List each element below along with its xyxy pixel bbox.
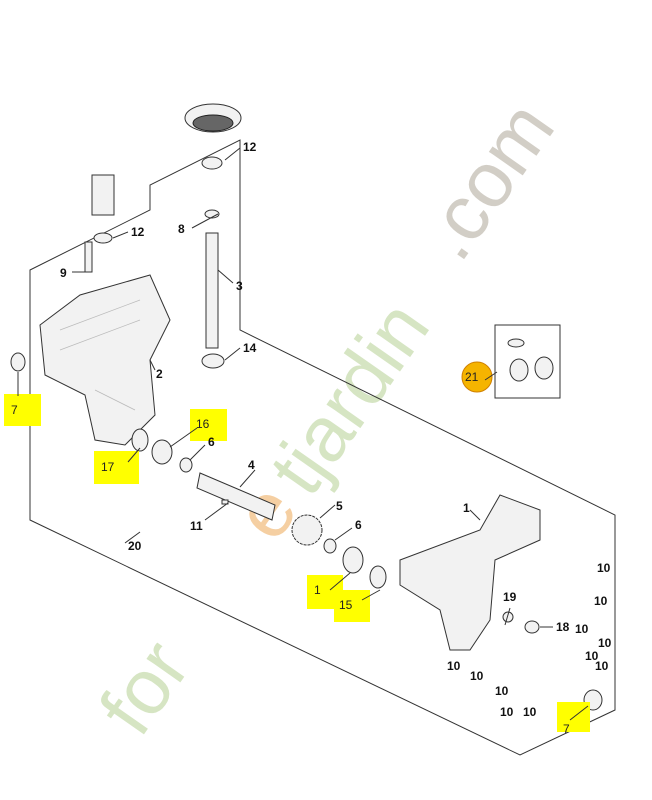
svg-text:for: for <box>82 625 206 750</box>
pinion <box>91 174 115 216</box>
label-11: 11 <box>190 519 203 533</box>
label-9: 9 <box>60 266 67 280</box>
label-3: 3 <box>236 279 243 293</box>
label-15: 15 <box>339 598 353 612</box>
label-17: 17 <box>101 460 115 474</box>
label-10: 10 <box>500 705 514 719</box>
kit-seal-1 <box>509 358 529 382</box>
label-18: 18 <box>556 620 570 634</box>
bearing-16 <box>151 439 173 465</box>
bolt-9 <box>84 241 93 273</box>
label-10: 10 <box>447 659 461 673</box>
bearing-14 <box>201 353 225 369</box>
label-8: 8 <box>178 222 185 236</box>
label-2: 2 <box>156 367 163 381</box>
plug-18 <box>524 620 540 634</box>
label-6: 6 <box>208 435 215 449</box>
highlight-17 <box>94 451 139 484</box>
highlight-7 <box>4 394 41 426</box>
ring-6b <box>323 538 337 554</box>
label-7: 7 <box>11 403 18 417</box>
label-10: 10 <box>594 594 608 608</box>
label-1: 1 <box>463 501 470 515</box>
watermark: for e tjardin .com <box>82 86 571 750</box>
label-6b: 6 <box>355 518 362 532</box>
highlight-21 <box>461 361 493 393</box>
label-10: 10 <box>585 649 599 663</box>
label-14: 14 <box>243 341 257 355</box>
label-10: 10 <box>470 669 484 683</box>
label-7b: 7 <box>563 722 570 736</box>
seal-7 <box>10 352 26 372</box>
highlight-15 <box>334 590 370 622</box>
assembly-outline <box>29 139 616 756</box>
bearing-12 <box>93 232 113 244</box>
bearing-12-top <box>201 156 223 170</box>
highlight-16 <box>190 409 227 441</box>
label-1-highlight: 1 <box>314 583 321 597</box>
shaft-4 <box>196 472 276 521</box>
kit-seal-2 <box>534 356 554 380</box>
label-10: 10 <box>575 622 589 636</box>
shaft-3 <box>205 232 219 349</box>
gear-5 <box>291 514 323 546</box>
part-labels: 12 8 12 9 3 14 2 7 16 17 6 4 11 5 6 20 1… <box>11 140 612 736</box>
svg-text:.com: .com <box>402 86 571 275</box>
label-10: 10 <box>598 636 612 650</box>
washer-17 <box>131 428 149 452</box>
label-12: 12 <box>243 140 257 154</box>
housing-left <box>39 274 171 446</box>
key-11 <box>221 499 229 505</box>
label-10: 10 <box>597 561 611 575</box>
label-4: 4 <box>248 458 255 472</box>
kit-ring <box>507 338 525 348</box>
label-10: 10 <box>523 705 537 719</box>
label-10: 10 <box>495 684 509 698</box>
label-5: 5 <box>336 499 343 513</box>
label-20: 20 <box>128 539 142 553</box>
label-21: 21 <box>465 370 479 384</box>
ring-6 <box>179 457 193 473</box>
housing-right <box>399 494 541 651</box>
svg-text:tjardin: tjardin <box>252 285 446 510</box>
label-16: 16 <box>196 417 210 431</box>
oring-19 <box>502 611 514 623</box>
label-10: 10 <box>595 659 609 673</box>
bearing-1 <box>342 546 364 574</box>
label-19: 19 <box>503 590 517 604</box>
ring-8 <box>204 209 220 219</box>
label-12b: 12 <box>131 225 145 239</box>
washer-15 <box>369 565 387 589</box>
